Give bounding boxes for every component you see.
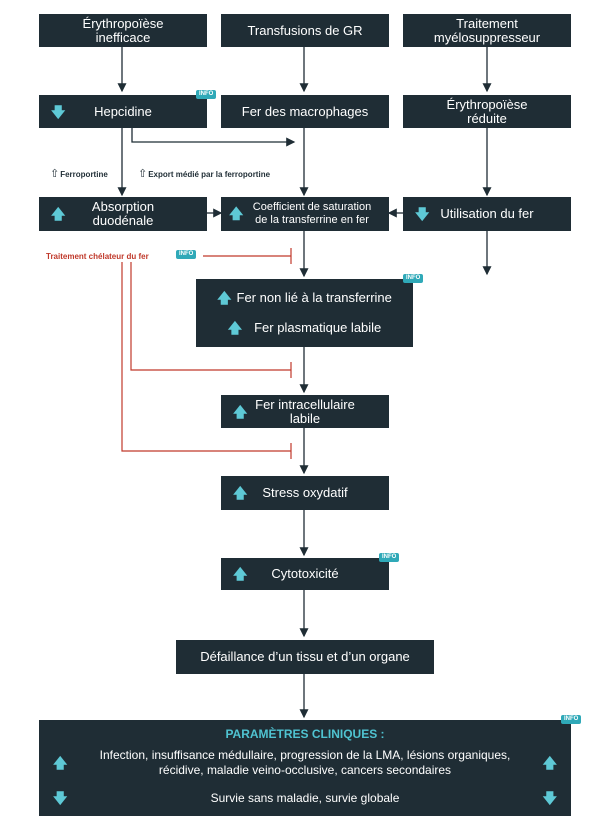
utilisation-label: Utilisation du fer xyxy=(440,206,534,221)
utilisation-box: 🡇 Utilisation du fer xyxy=(403,197,571,231)
hollow-arrow-up-icon: ⇧ xyxy=(138,168,148,180)
clinical-line2: Survie sans maladie, survie globale xyxy=(210,790,400,805)
fer-intracell-box: 🡅 Fer intracellulaire labile xyxy=(221,395,389,428)
arrow-up-icon: 🡅 xyxy=(217,290,232,306)
ferroportine-label: ⇧Ferroportine xyxy=(50,168,108,180)
arrow-up-icon: 🡅 xyxy=(53,754,68,771)
fer-intracell-label: Fer intracellulaire labile xyxy=(255,396,355,426)
traitement-myelo-label: Traitement myélosuppresseur xyxy=(433,15,541,45)
arrow-down-icon: 🡇 xyxy=(51,103,66,120)
fer-macrophages-box: Fer des macrophages xyxy=(221,95,389,128)
erythropoiese-reduite-label: Érythropoïèse réduite xyxy=(446,96,528,126)
fer-plasma-box: 🡅 Fer non lié à la transferrine 🡅 Fer pl… xyxy=(196,279,413,347)
arrow-up-icon: 🡅 xyxy=(233,566,248,582)
clinical-params-box: PARAMÈTRES CLINIQUES : 🡅 Infection, insu… xyxy=(39,720,571,816)
defaillance-label: Défaillance d’un tissu et d’un organe xyxy=(200,649,410,664)
defaillance-box: Défaillance d’un tissu et d’un organe xyxy=(176,640,434,674)
hollow-arrow-up-icon: ⇧ xyxy=(50,168,60,180)
hepcidine-label: Hepcidine xyxy=(94,103,152,119)
clinical-title: PARAMÈTRES CLINIQUES : xyxy=(225,727,385,741)
erythropoiese-reduite-box: Érythropoïèse réduite xyxy=(403,95,571,128)
stress-box: 🡅 Stress oxydatif xyxy=(221,476,389,510)
arrow-up-icon: 🡅 xyxy=(233,485,248,501)
arrow-down-icon: 🡇 xyxy=(415,206,430,222)
info-badge[interactable]: INFO xyxy=(196,90,217,99)
absorption-label: Absorption duodénale xyxy=(91,199,155,228)
coefficient-label: Coefficient de saturation de la transfer… xyxy=(252,201,372,226)
coefficient-box: 🡅 Coefficient de saturation de la transf… xyxy=(221,197,389,231)
clinical-line1: Infection, insuffisance médullaire, prog… xyxy=(99,748,511,777)
arrow-down-icon: 🡇 xyxy=(542,789,557,806)
chelateur-label: Traitement chélateur du fer xyxy=(46,252,149,261)
info-badge[interactable]: INFO xyxy=(176,250,197,259)
export-label: ⇧Export médié par la ferroportine xyxy=(138,168,271,180)
arrow-up-icon: 🡅 xyxy=(233,403,248,420)
arrow-up-icon: 🡅 xyxy=(542,754,557,771)
hepcidine-box: 🡇 Hepcidine xyxy=(39,95,207,128)
info-badge[interactable]: INFO xyxy=(379,553,400,562)
traitement-myelo-box: Traitement myélosuppresseur xyxy=(403,14,571,47)
absorption-box: 🡅 Absorption duodénale xyxy=(39,197,207,231)
info-badge[interactable]: INFO xyxy=(403,274,424,283)
erythropoiese-inefficace-label: Érythropoïèse inefficace xyxy=(82,15,164,45)
arrow-up-icon: 🡅 xyxy=(51,206,66,222)
arrow-up-icon: 🡅 xyxy=(229,205,244,222)
cytotox-box: 🡅 Cytotoxicité xyxy=(221,558,389,590)
arrow-down-icon: 🡇 xyxy=(53,789,68,806)
transfusions-gr-label: Transfusions de GR xyxy=(247,22,363,38)
erythropoiese-inefficace-box: Érythropoïèse inefficace xyxy=(39,14,207,47)
transfusions-gr-box: Transfusions de GR xyxy=(221,14,389,47)
fer-non-lie-label: Fer non lié à la transferrine xyxy=(236,290,392,305)
cytotox-label: Cytotoxicité xyxy=(271,566,339,581)
fer-macrophages-label: Fer des macrophages xyxy=(241,103,369,119)
stress-label: Stress oxydatif xyxy=(262,485,348,500)
fer-plasmatique-label: Fer plasmatique labile xyxy=(254,320,382,335)
arrow-up-icon: 🡅 xyxy=(227,320,243,336)
info-badge[interactable]: INFO xyxy=(561,715,582,724)
